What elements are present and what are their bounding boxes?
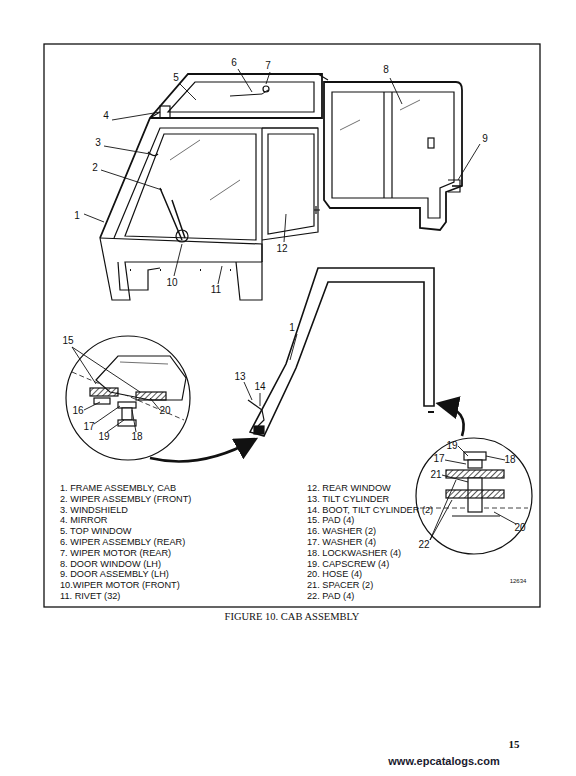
page-number: 15	[509, 739, 520, 750]
parts-list-entry: 5. TOP WINDOW	[60, 527, 131, 536]
callout-number: 18	[504, 455, 515, 465]
callout-number: 1	[74, 211, 80, 221]
callout-number: 5	[173, 73, 179, 83]
parts-list-entry: 4. MIRROR	[60, 516, 107, 525]
parts-list-entry: 17. WASHER (4)	[307, 538, 376, 547]
callout-number: 19	[446, 441, 457, 451]
callout-number: 8	[383, 65, 389, 75]
page-border	[44, 44, 540, 607]
figure-id: 12634	[510, 578, 527, 584]
top-window	[168, 82, 314, 112]
mount-detail-left	[66, 336, 254, 461]
parts-list-entry: 1. FRAME ASSEMBLY, CAB	[60, 484, 176, 493]
tilt-frame	[248, 268, 434, 436]
callout-number: 13	[234, 372, 245, 382]
callout-number: 7	[265, 61, 271, 71]
callout-number: 12	[276, 244, 287, 254]
callout-number: 22	[418, 540, 429, 550]
door-assembly	[324, 82, 462, 230]
callout-number: 18	[131, 432, 142, 442]
detail-arrow	[440, 404, 464, 436]
callout-number: 4	[103, 111, 109, 121]
parts-list-entry: 2. WIPER ASSEMBLY (FRONT)	[60, 495, 191, 504]
callout-number: 16	[72, 406, 83, 416]
callout-number: 10	[166, 278, 177, 288]
parts-list-entry: 18. LOCKWASHER (4)	[307, 549, 401, 558]
parts-list-entry: 20. HOSE (4)	[307, 570, 362, 579]
callout-number: 21	[430, 470, 441, 480]
leader-lines	[72, 69, 516, 540]
cab-frame	[100, 74, 328, 300]
callout-number: 19	[98, 432, 109, 442]
parts-list-entry: 19. CAPSCREW (4)	[307, 560, 389, 569]
windshield	[125, 134, 256, 240]
parts-list-entry: 13. TILT CYLINDER	[307, 495, 389, 504]
parts-list-entry: 6. WIPER ASSEMBLY (REAR)	[60, 538, 185, 547]
callout-number: 14	[254, 382, 265, 392]
rear-window	[268, 134, 314, 234]
callout-number: 15	[62, 336, 73, 346]
parts-list-entry: 12. REAR WINDOW	[307, 484, 391, 493]
callout-number: 11	[211, 285, 221, 295]
callout-number: 20	[159, 406, 170, 416]
parts-list-entry: 22. PAD (4)	[307, 592, 354, 601]
parts-list-entry: 8. DOOR WINDOW (LH)	[60, 560, 161, 569]
callout-number: 6	[231, 58, 237, 68]
callout-number: 1	[289, 323, 295, 333]
callout-number: 9	[482, 134, 488, 144]
callout-number: 2	[92, 163, 98, 173]
parts-list-entry: 16. WASHER (2)	[307, 527, 376, 536]
parts-list-entry: 3. WINDSHIELD	[60, 506, 128, 515]
parts-list-entry: 11. RIVET (32)	[60, 592, 120, 601]
parts-list-entry: 9. DOOR ASSEMBLY (LH)	[60, 570, 169, 579]
figure-caption: FIGURE 10. CAB ASSEMBLY	[225, 612, 360, 623]
callout-number: 17	[433, 454, 444, 464]
watermark: www.epcatalogs.com	[388, 756, 499, 767]
mount-detail-right	[416, 404, 532, 554]
parts-list-entry: 7. WIPER MOTOR (REAR)	[60, 549, 171, 558]
parts-list-entry: 15. PAD (4)	[307, 516, 354, 525]
detail-arrow	[150, 440, 254, 461]
callout-number: 17	[83, 422, 94, 432]
callout-number: 3	[95, 138, 101, 148]
parts-list-entry: 21. SPACER (2)	[307, 581, 373, 590]
parts-list-entry: 10.WIPER MOTOR (FRONT)	[60, 581, 180, 590]
callout-number: 20	[514, 523, 525, 533]
parts-list-entry: 14. BOOT, TILT CYLINDER (2)	[307, 506, 433, 515]
